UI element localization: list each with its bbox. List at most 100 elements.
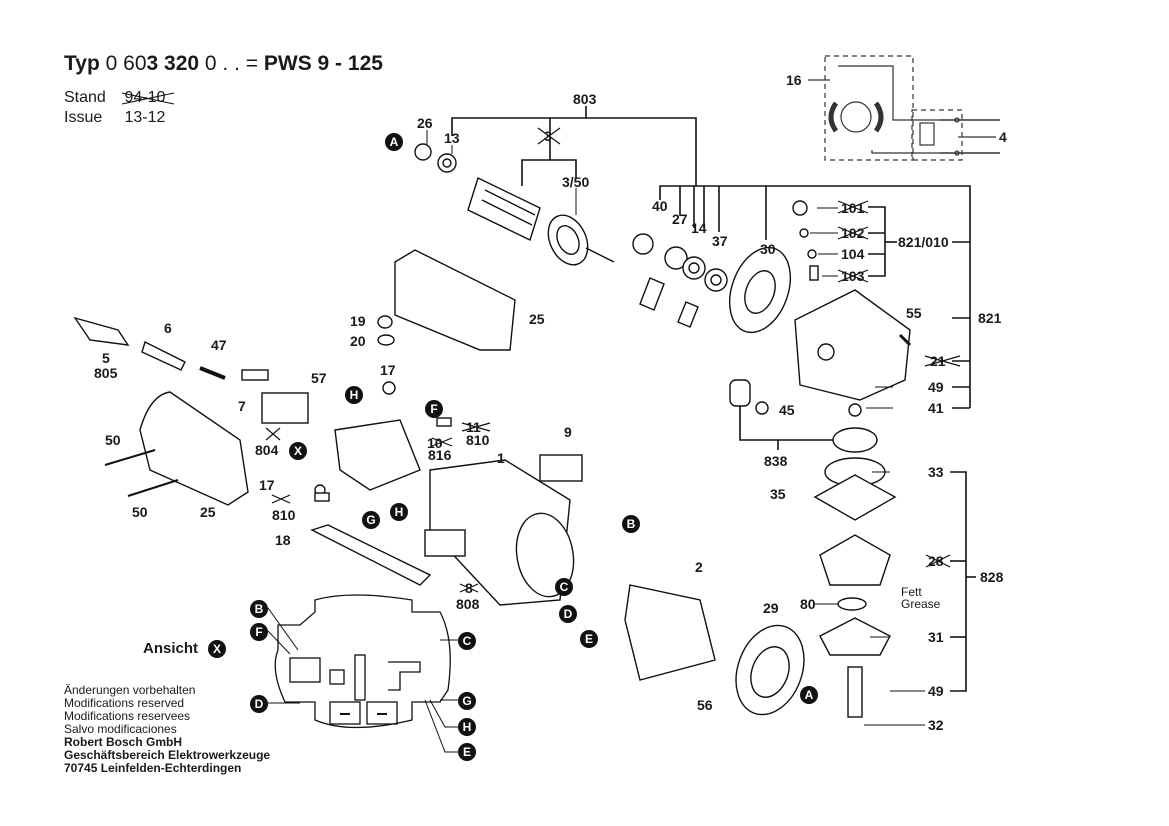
part-20: 20 <box>350 333 366 349</box>
bearing-flange <box>819 534 891 586</box>
view-x-outline <box>274 594 451 729</box>
part-18: 18 <box>275 532 291 548</box>
footer-company: Robert Bosch GmbH <box>64 735 183 749</box>
wiring-schematic <box>808 55 1000 161</box>
view-x-marker: X <box>208 640 226 658</box>
part-27: 27 <box>672 211 688 227</box>
footer-division: Geschäftsbereich Elektrowerkzeuge <box>64 748 271 762</box>
view-connector-g: G <box>458 692 476 710</box>
view-connector-b: B <box>250 600 268 618</box>
part-11: 11 <box>466 419 481 435</box>
connector-a-top: A <box>385 133 403 151</box>
handle-cover <box>394 249 516 351</box>
part-838: 838 <box>764 453 788 469</box>
part-14: 14 <box>691 220 707 236</box>
document-title: Typ 0 603 320 0 . . = PWS 9 - 125 <box>64 52 383 75</box>
grease-note-en: Grease <box>901 597 941 611</box>
stand-value-struck: 94-10 <box>122 88 175 108</box>
part-31: 31 <box>928 629 944 645</box>
part-805: 805 <box>94 365 118 381</box>
view-connector-h: H <box>458 718 476 736</box>
spindle <box>847 666 863 718</box>
rear-housing <box>139 391 249 506</box>
part-10-upper: 10 <box>427 435 443 451</box>
field-coil <box>624 584 716 681</box>
part-33: 33 <box>928 464 944 480</box>
part-810-lower: 810 <box>272 507 296 523</box>
gear-housing <box>794 289 911 401</box>
view-x-label: Ansicht <box>143 640 199 657</box>
part-804: 804 <box>255 442 279 458</box>
part-821: 821 <box>978 310 1002 326</box>
part-808: 808 <box>456 596 480 612</box>
part-2: 2 <box>695 559 703 575</box>
part-32: 32 <box>928 717 944 733</box>
connector-h-upper: H <box>345 386 363 404</box>
bracket-821 <box>659 185 971 408</box>
part-56: 56 <box>697 697 713 713</box>
part-49-lower: 49 <box>928 683 944 699</box>
footer-line-fr: Modifications reservees <box>64 709 191 723</box>
bevel-gear <box>832 427 878 453</box>
part-45: 45 <box>779 402 795 418</box>
part-7: 7 <box>238 398 246 414</box>
part-8: 8 <box>465 580 473 596</box>
cord-sleeve <box>141 341 186 371</box>
part-47: 47 <box>211 337 227 353</box>
footer-line-es: Salvo modificaciones <box>64 722 177 736</box>
switch-rod <box>310 524 432 586</box>
part-3: 3 <box>544 128 552 144</box>
part-19: 19 <box>350 313 366 329</box>
part-3-50: 3/50 <box>562 174 590 190</box>
footer-notice: Änderungen vorbehalten Modifications res… <box>64 684 270 775</box>
armature <box>414 143 615 266</box>
part-5: 5 <box>102 350 110 366</box>
view-connector-d: D <box>250 695 268 713</box>
part-80: 80 <box>800 596 816 612</box>
part-16: 16 <box>786 72 802 88</box>
part-49-upper: 49 <box>928 379 944 395</box>
connector-c: C <box>555 578 573 596</box>
part-50-upper: 50 <box>105 432 121 448</box>
part-803: 803 <box>573 91 597 107</box>
part-35: 35 <box>770 486 786 502</box>
part-810-upper: 810 <box>466 432 490 448</box>
footer-line-de: Änderungen vorbehalten <box>64 683 196 697</box>
part-40: 40 <box>652 198 668 214</box>
part-103: 103 <box>841 268 865 284</box>
part-101: 101 <box>841 200 865 216</box>
connector-b: B <box>622 515 640 533</box>
part-17-upper: 17 <box>380 362 396 378</box>
part-30: 30 <box>760 241 776 257</box>
footer-line-en: Modifications reserved <box>64 696 185 710</box>
part-13: 13 <box>444 130 460 146</box>
part-57: 57 <box>311 370 327 386</box>
part-25-rear: 25 <box>200 504 216 520</box>
part-102: 102 <box>841 225 865 241</box>
part-1: 1 <box>497 450 505 466</box>
brush-holder <box>334 419 421 491</box>
connector-a-bottom: A <box>800 686 818 704</box>
grease-note-de: Fett <box>901 585 922 599</box>
part-828: 828 <box>980 569 1004 585</box>
connector-e: E <box>580 630 598 648</box>
connector-x: X <box>289 442 307 460</box>
part-26: 26 <box>417 115 433 131</box>
part-29: 29 <box>763 600 779 616</box>
bracket-828 <box>950 471 967 692</box>
connector-h-lower: H <box>390 503 408 521</box>
part-21: 21 <box>930 353 946 369</box>
bracket-803 <box>451 117 697 186</box>
switch <box>261 392 309 424</box>
connector-f: F <box>425 400 443 418</box>
part-37: 37 <box>712 233 728 249</box>
connector-d: D <box>559 605 577 623</box>
part-816: 816 <box>428 447 452 463</box>
view-connector-e: E <box>458 743 476 761</box>
part-104: 104 <box>841 246 865 262</box>
part-25-top: 25 <box>529 311 545 327</box>
footer-address: 70745 Leinfelden-Echterdingen <box>64 761 242 775</box>
part-50-lower: 50 <box>132 504 148 520</box>
part-4: 4 <box>999 129 1007 145</box>
